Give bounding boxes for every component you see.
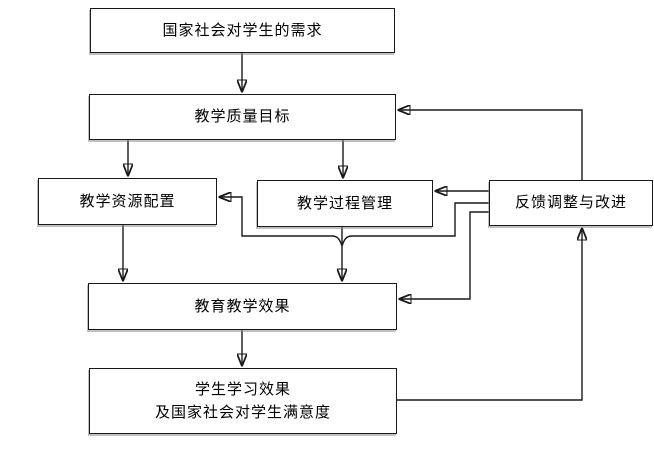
box-teaching-effect-label: 教育教学效果	[194, 296, 291, 315]
box-feedback-improvement: 反馈调整与改进	[489, 180, 653, 226]
box-student-outcome-label-line2: 及国家社会对学生满意度	[154, 403, 331, 421]
box-student-outcome-label-line1: 学生学习效果	[194, 379, 291, 398]
box-demand: 国家社会对学生的需求	[90, 8, 395, 53]
box-demand-label: 国家社会对学生的需求	[162, 20, 323, 39]
box-quality-goal-label: 教学质量目标	[194, 107, 291, 126]
arrow-student-to-feedback	[397, 229, 582, 401]
box-student-outcome: 学生学习效果 及国家社会对学生满意度	[89, 368, 397, 434]
box-teaching-effect: 教育教学效果	[88, 283, 397, 330]
arrow-feedback-to-resource	[220, 197, 489, 249]
box-process-management-label: 教学过程管理	[296, 193, 393, 212]
box-quality-goal: 教学质量目标	[89, 94, 396, 140]
box-process-management: 教学过程管理	[257, 180, 433, 227]
box-resource-allocation: 教学资源配置	[38, 178, 217, 225]
box-feedback-improvement-label: 反馈调整与改进	[514, 193, 627, 212]
arrow-feedback-to-effect	[400, 211, 489, 299]
arrow-feedback-to-quality	[399, 110, 583, 180]
box-resource-allocation-label: 教学资源配置	[79, 191, 176, 210]
